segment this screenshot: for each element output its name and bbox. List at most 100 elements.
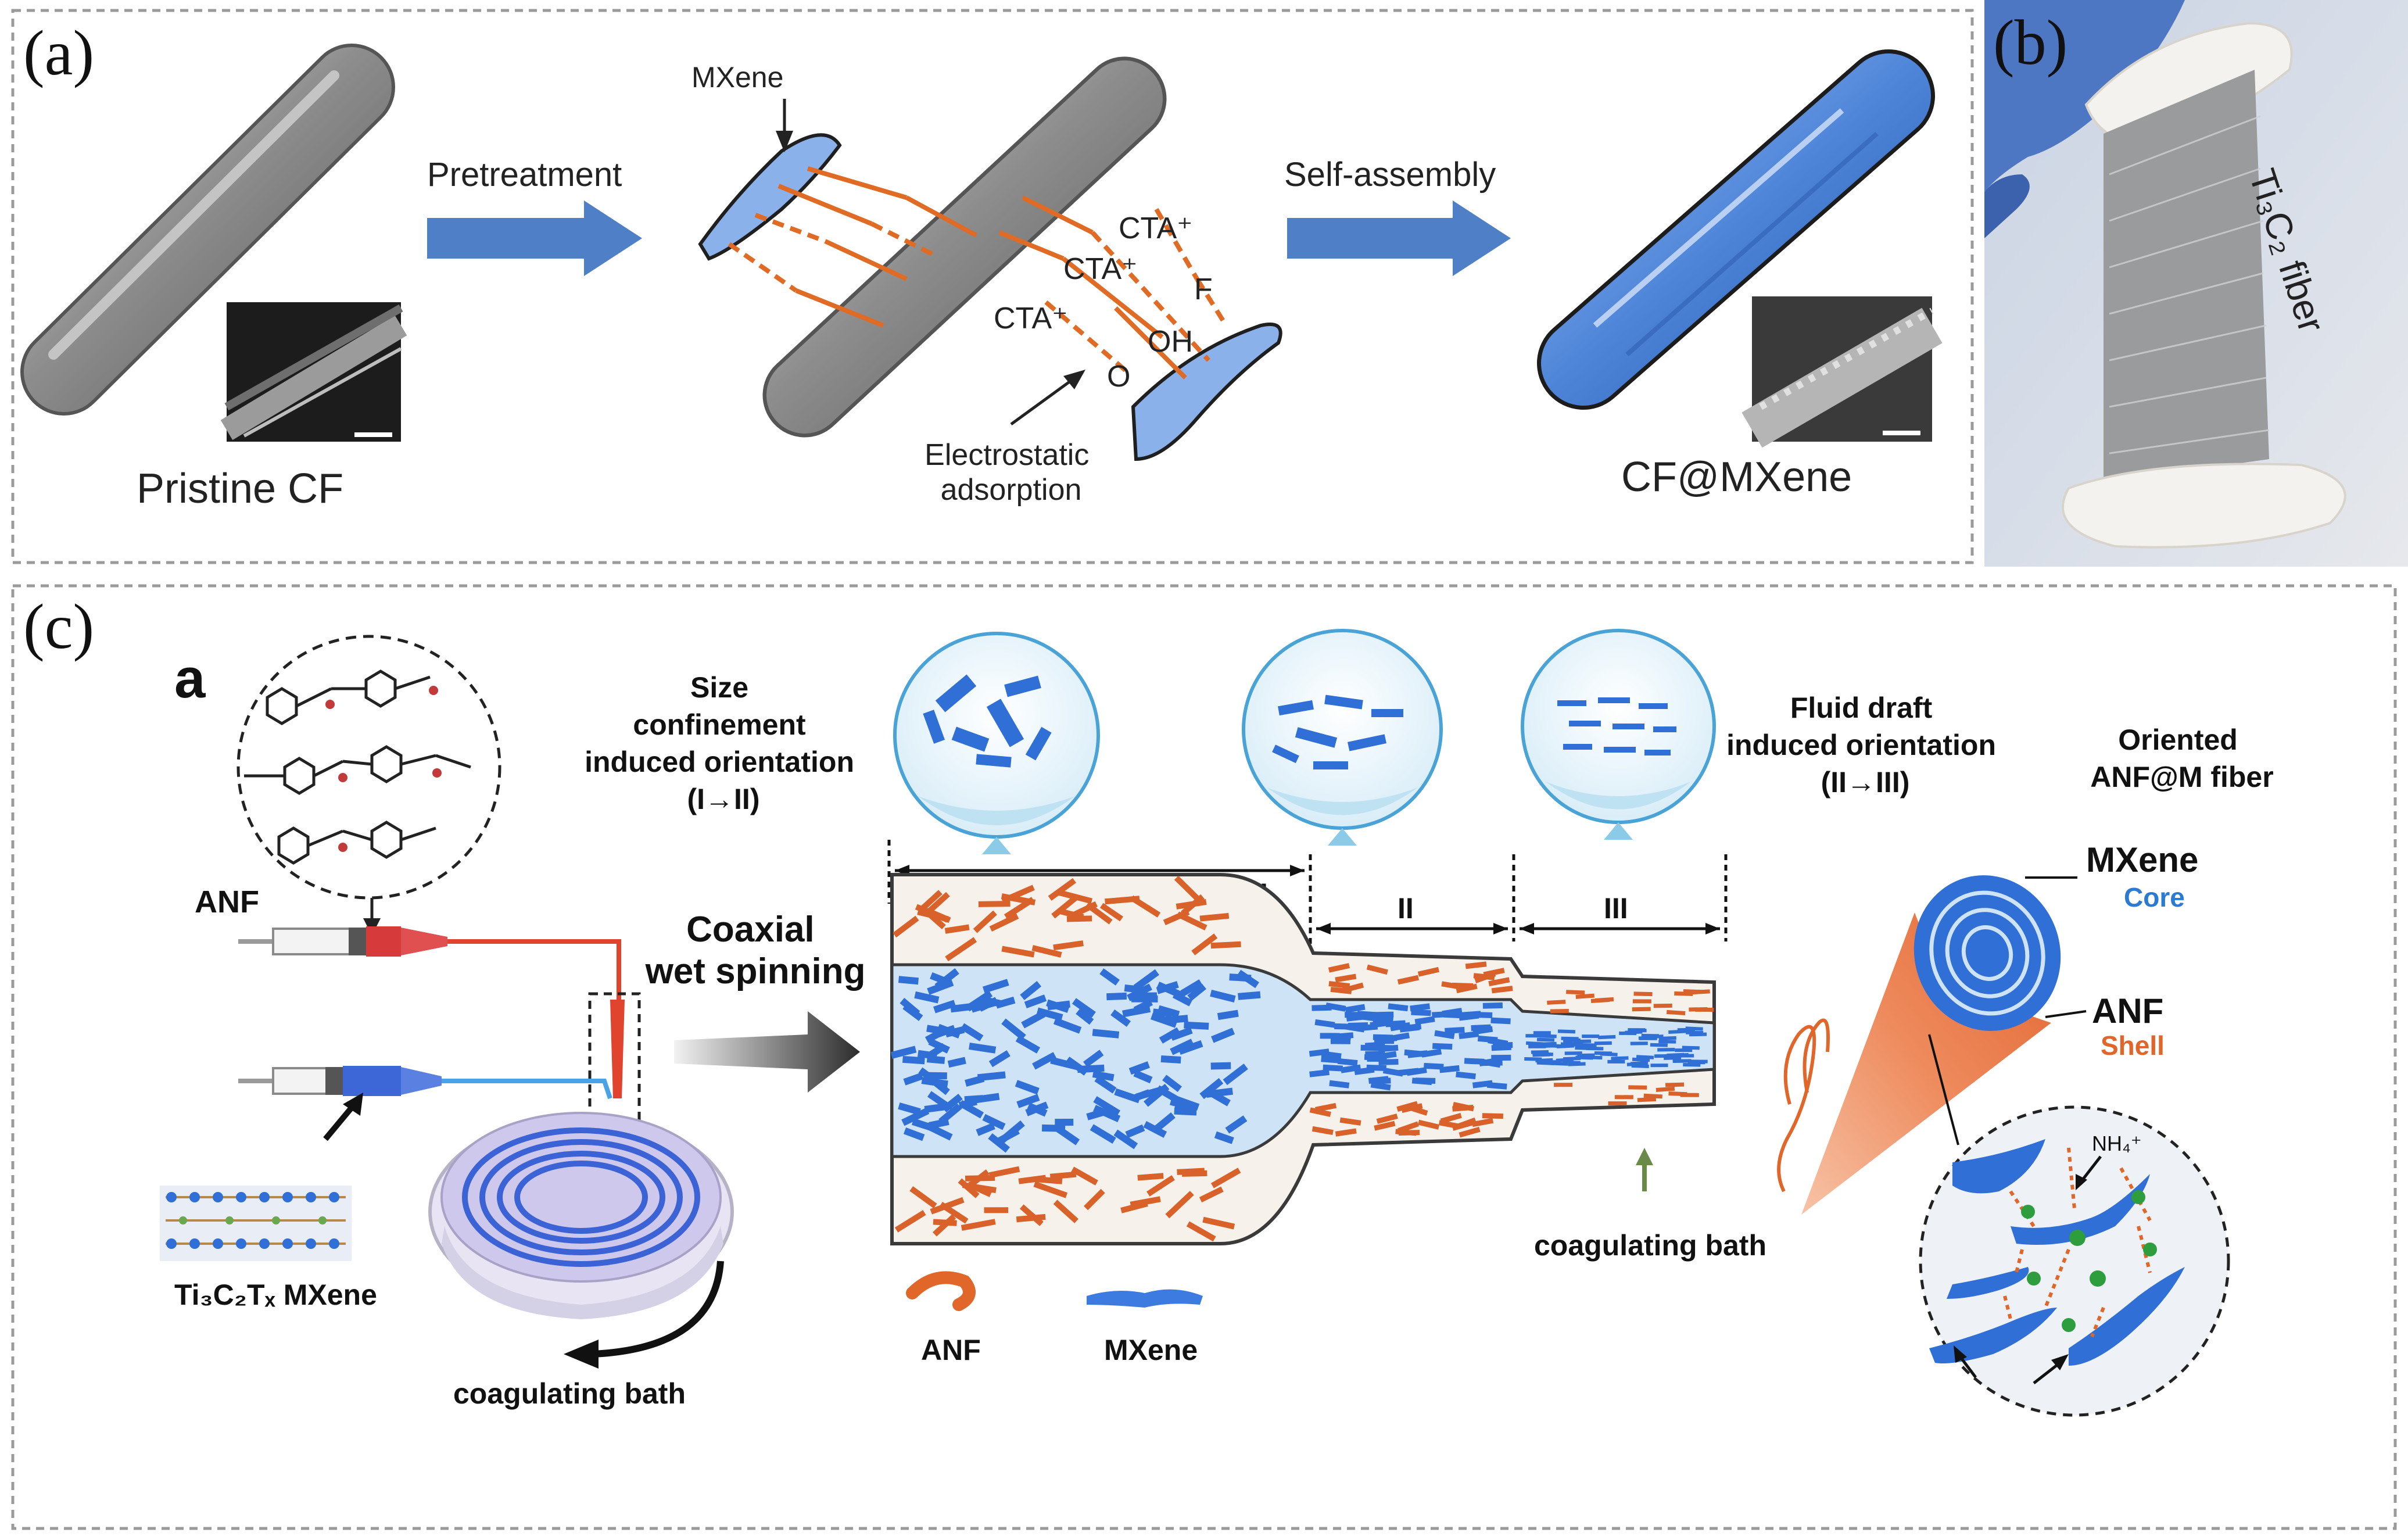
coagulating-bath-right-label: coagulating bath [1534,1229,1766,1262]
mxene-particle [1414,1016,1435,1025]
mxene-particle [1199,1078,1224,1100]
anf-particle [1550,1009,1569,1014]
mxene-particle [1388,1003,1409,1012]
mxene-particle [1021,1011,1046,1029]
mxene-particle [1632,1057,1650,1062]
mxene-particle [1594,1041,1612,1046]
anf-particle [1176,911,1207,931]
anf-particle [1452,1102,1475,1112]
mxene-particle [1187,983,1206,1001]
anf-particle [1608,1101,1627,1106]
spool-fiber-texture [2109,115,2270,454]
mxene-particle [1131,992,1158,1000]
anf-particle [1637,1097,1657,1102]
anf-particle [1465,961,1487,969]
mxene-particle [1237,969,1259,989]
f-label: F [1194,273,1213,306]
panel-b-label: (b) [1993,7,2067,78]
process-arrow [674,1011,860,1093]
mxene-particle [999,1120,1025,1144]
panel-c-sublabel: a [174,647,206,710]
mxene-particle [1464,1058,1485,1065]
mxene-particle [1370,1019,1391,1029]
mxene-label: MXene [691,61,783,94]
anf-particle [893,915,919,938]
mxene-particle [1561,1036,1579,1041]
mxene-particle [926,1025,948,1036]
size-confinement-text: Size confinement induced orientation (I→… [585,671,862,815]
mxene-particle [1421,1048,1442,1058]
anf-particle [1049,1171,1077,1180]
mxene-particle [1459,1031,1479,1040]
mxene-crystal-structure [160,1186,352,1261]
cta-label-2: CTA⁺ [1063,252,1138,286]
mxene-particle [1672,1059,1690,1063]
mxene-particle [1525,1034,1543,1038]
mxene-particle [1143,1120,1167,1138]
anf-particle [973,910,997,933]
anf-particle [1309,1107,1331,1117]
pretreatment-label: Pretreatment [427,156,622,194]
anf-particle [909,1186,937,1209]
anf-particle [1031,945,1062,958]
mxene-particle [1630,1041,1648,1046]
anf-particle [1048,878,1076,901]
panel-c-label: (c) [23,591,94,662]
anf-particle [1376,1113,1398,1124]
anf-particle [1374,1120,1396,1131]
mxene-particle [1341,1064,1361,1073]
mxene-particle [901,1107,930,1126]
mxene-particle [921,1077,948,1088]
mxene-particle [1370,1082,1391,1091]
mxene-particle [1214,1131,1234,1144]
mxene-particle [941,1094,963,1113]
self-assembly-label: Self-assembly [1284,156,1496,194]
mxene-particle [1024,994,1047,1008]
anf-particle [1680,1093,1699,1097]
mxene-particle [1309,1069,1330,1077]
mxene-particle [1365,1051,1385,1057]
mxene-particle [1015,1080,1040,1095]
oh-label: OH [1148,325,1193,359]
anf-particle [1330,986,1352,994]
mxene-particle [1563,1061,1581,1065]
mxene-particle [1432,1043,1453,1050]
anf-particle [1440,1112,1462,1124]
anf-particle [1165,1191,1194,1219]
mxene-sheet-left [698,133,842,261]
anf-particle [1199,912,1230,922]
anf-particle [1071,1166,1098,1186]
anf-particle [1418,1119,1440,1130]
mxene-particle [1582,1034,1600,1039]
mxene-particle [1210,1062,1231,1070]
mxene-particle [1015,1035,1041,1054]
mxene-formula-label: Ti₃C₂Tₓ MXene [174,1279,377,1311]
mxene-particle [1594,1051,1612,1055]
mxene-particle [960,1023,984,1041]
mxene-particle [1575,1046,1593,1050]
anf-particle [930,1197,965,1215]
mxene-particle [890,1046,917,1059]
anf-particle [1146,1175,1175,1197]
anf-particle [1084,1188,1105,1211]
anf-particle [1016,1213,1046,1223]
mxene-particle [1217,1009,1239,1021]
mxene-particle [1682,1046,1700,1050]
anf-particle [984,1207,1009,1213]
anf-particle [1643,1093,1662,1099]
mxene-particle [1053,1017,1082,1034]
mxene-particle [1490,1017,1511,1025]
mxene-particle [1325,1002,1346,1012]
anf-particle [1018,1175,1047,1184]
anf-particle [1210,1168,1241,1188]
mxene-particle [1135,1086,1164,1101]
mxene-particle [1172,991,1192,1007]
mxene-particle [1536,1037,1555,1042]
mxene-particle [1683,1062,1701,1067]
mxene-particle [1036,1007,1063,1021]
anf-syringe [238,926,621,1058]
anf-particle [989,913,1019,932]
anf-particle [1614,1095,1633,1100]
glove-hand [1984,0,2185,192]
mxene-particle [1016,1094,1040,1108]
